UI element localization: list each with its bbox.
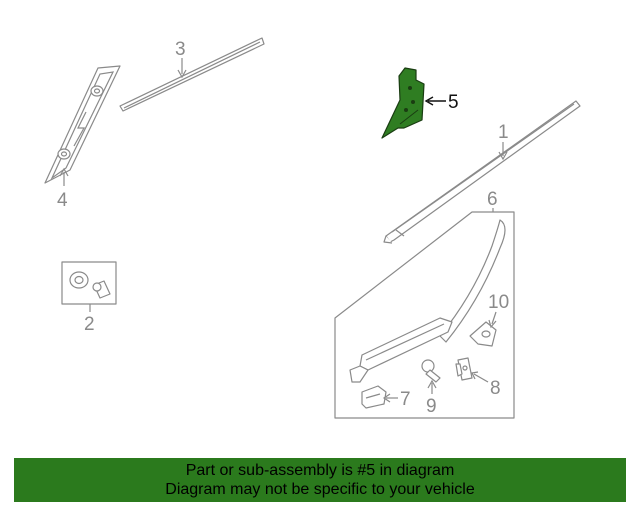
svg-text:7: 7 (400, 389, 411, 410)
part-6-door-panel-box[interactable] (334, 211, 515, 419)
banner-line-part: Part or sub-assembly is #5 in diagram (185, 462, 455, 479)
callout-7: 7 (382, 389, 411, 410)
part-9-screw[interactable] (421, 359, 441, 383)
svg-text:1: 1 (498, 122, 509, 143)
part-4-pillar-garnish[interactable] (44, 65, 121, 184)
part-7-end-cap[interactable] (361, 385, 387, 409)
svg-text:6: 6 (487, 189, 498, 210)
svg-text:3: 3 (175, 39, 186, 60)
callout-9: 9 (426, 379, 437, 417)
banner-line-disclaimer: Diagram may not be specific to your vehi… (165, 481, 475, 498)
callout-3: 3 (175, 39, 187, 79)
callout-5: 5 (424, 92, 459, 113)
part-10-retainer[interactable] (469, 321, 497, 347)
svg-text:10: 10 (488, 292, 509, 313)
callout-10: 10 (488, 292, 509, 329)
part-2-clip-kit[interactable] (61, 261, 117, 305)
svg-text:2: 2 (84, 314, 95, 335)
svg-text:9: 9 (426, 396, 437, 417)
svg-text:4: 4 (57, 190, 68, 211)
part-8-clip-nut[interactable] (455, 357, 473, 381)
info-banner: Part or sub-assembly is #5 in diagram Di… (14, 458, 626, 502)
callout-1: 1 (498, 122, 509, 161)
svg-text:5: 5 (448, 92, 459, 113)
callout-4: 4 (57, 167, 69, 211)
part-5-pillar-bracket[interactable] (381, 67, 425, 139)
callout-6: 6 (487, 189, 498, 212)
parts-diagram: 3 4 2 5 (44, 37, 581, 419)
svg-text:8: 8 (490, 378, 501, 399)
part-3-roof-molding[interactable] (119, 37, 265, 112)
part-1-belt-molding[interactable] (383, 100, 581, 244)
callout-8: 8 (471, 371, 501, 399)
callout-2: 2 (84, 304, 95, 335)
